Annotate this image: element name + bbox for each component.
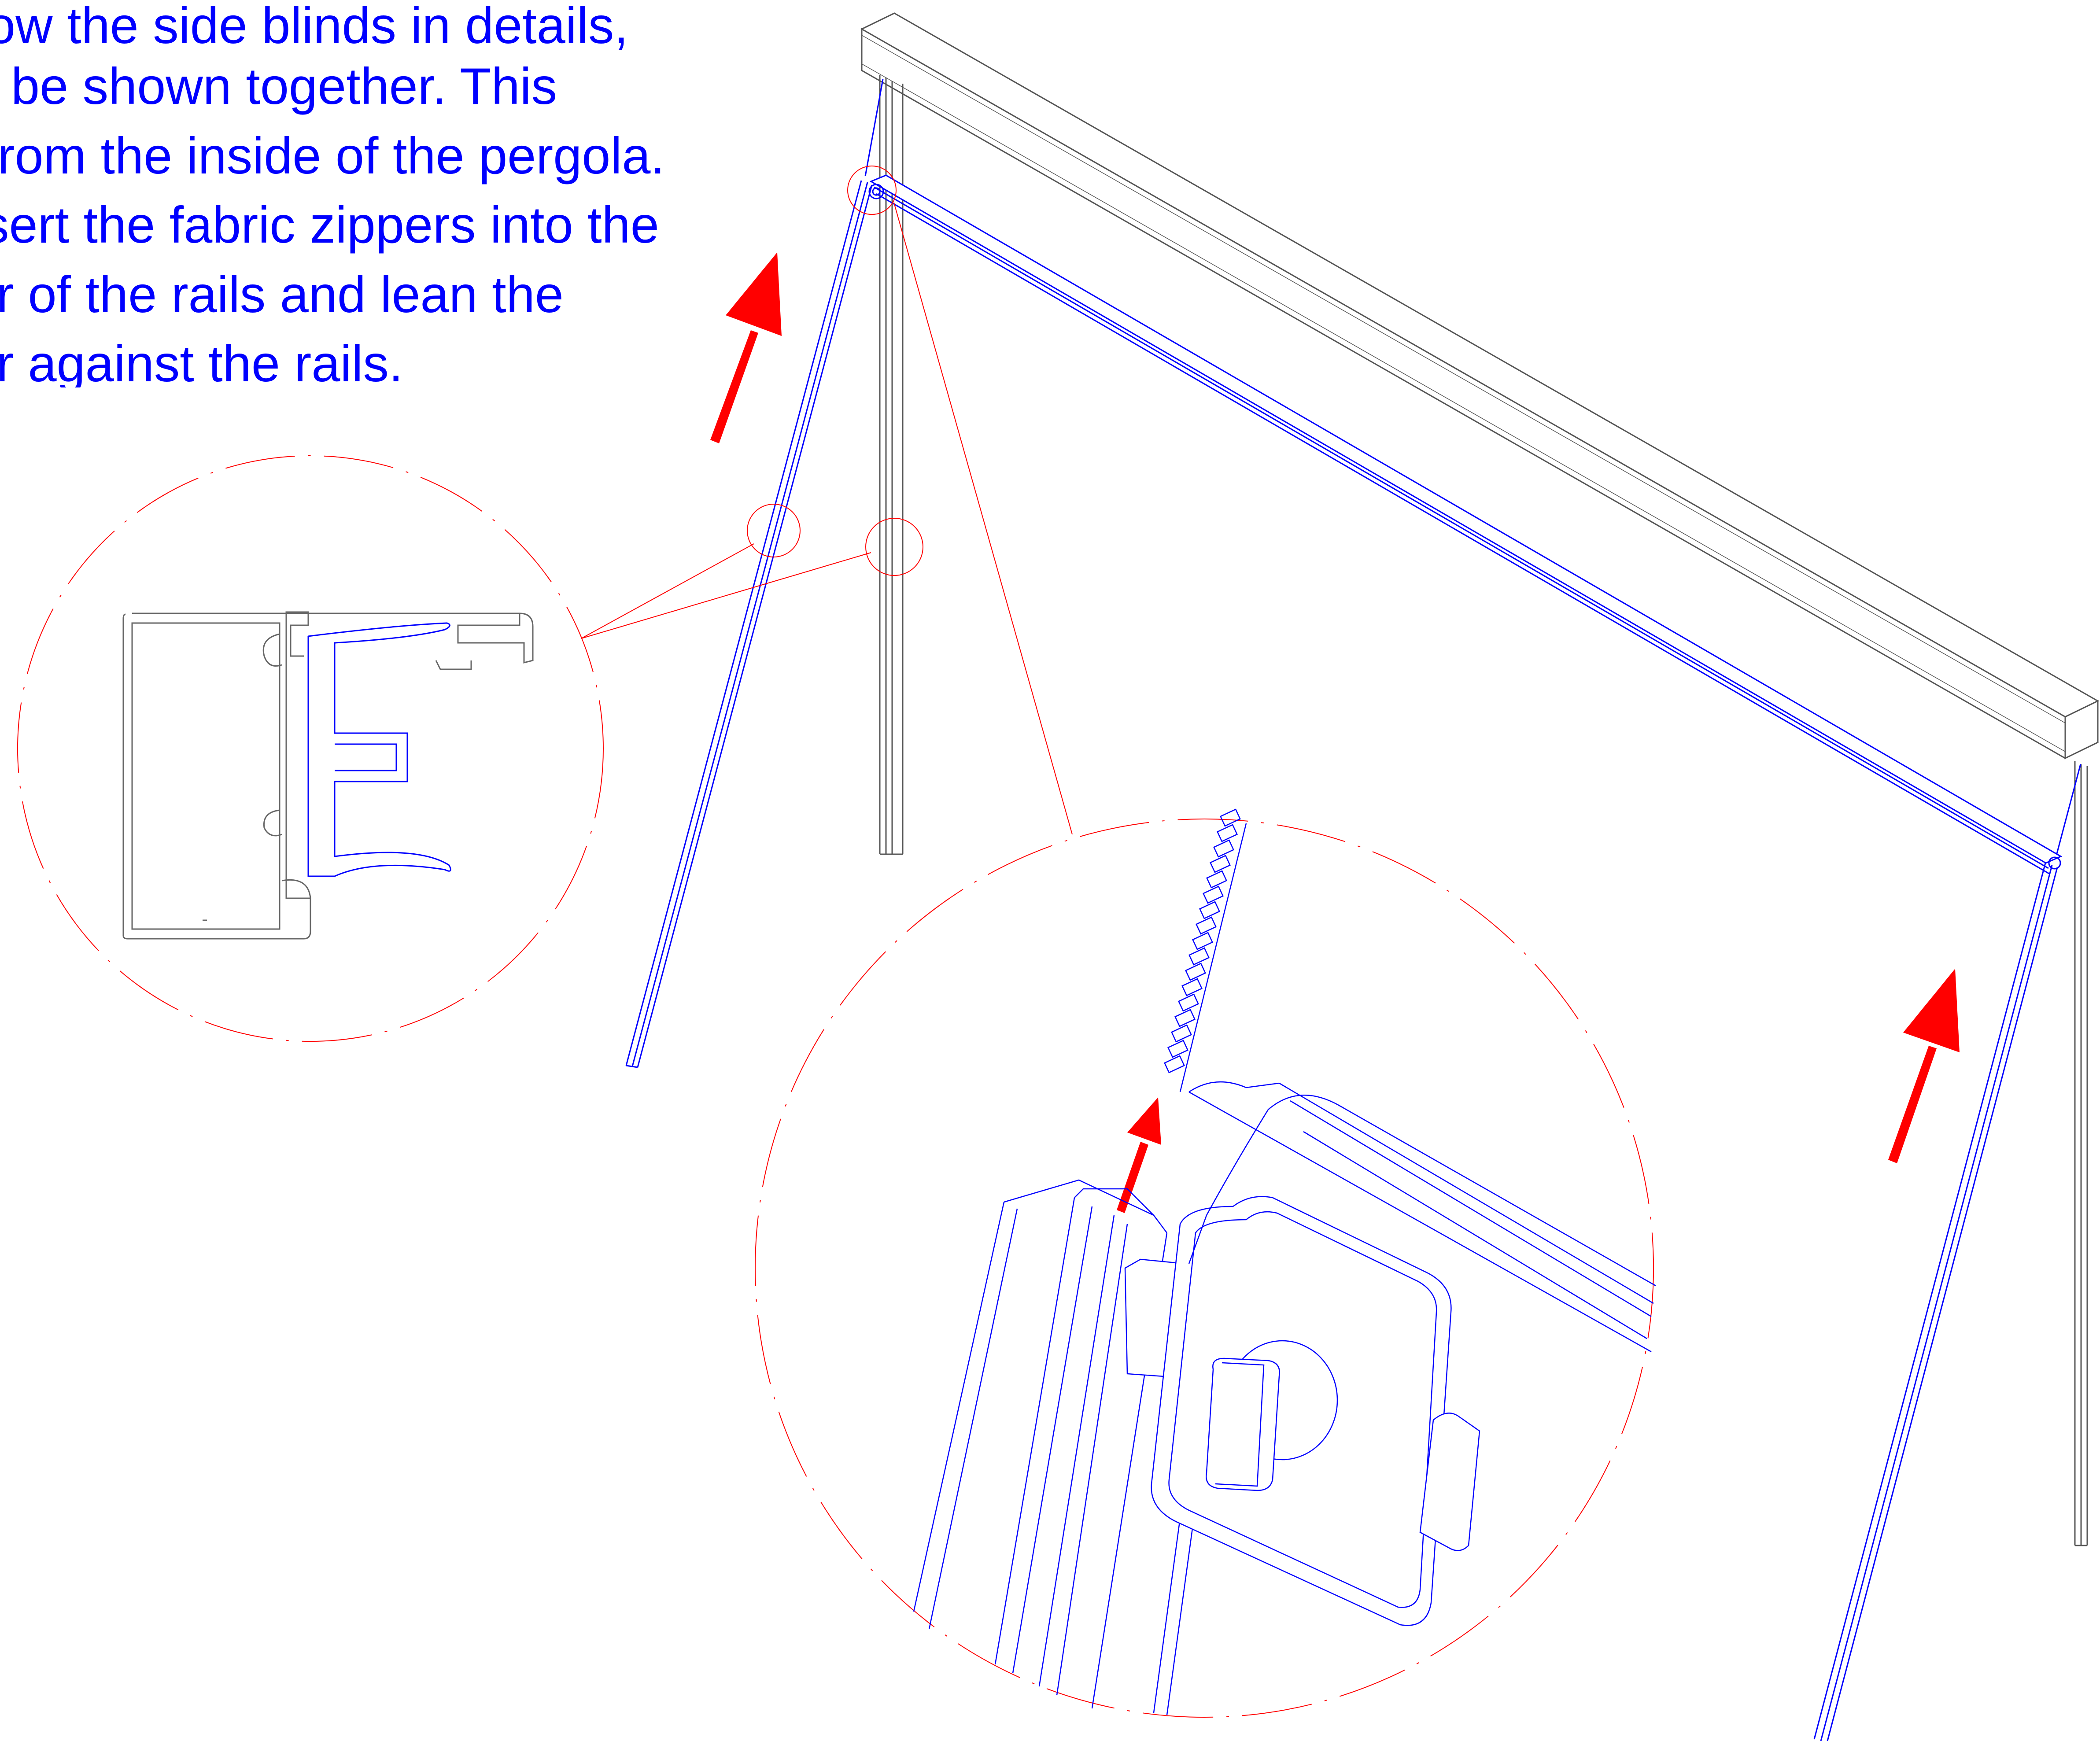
blind-bottom-bar (869, 174, 2063, 875)
cap-callout-marker (847, 166, 897, 215)
instruction-line: sert the fabric zippers into the (0, 196, 659, 254)
rail-profile (122, 611, 534, 940)
arrow-up-right (1888, 969, 1960, 1163)
arrow-zipper-insert (1117, 1097, 1161, 1213)
arrow-up-left (710, 252, 782, 443)
profile-detail-circle (17, 455, 604, 1042)
callouts (17, 166, 1654, 1718)
post-callout-marker (865, 518, 923, 576)
right-end-cap (2048, 856, 2061, 870)
side-blind-assembly (625, 79, 2082, 1741)
instruction-line: from the inside of the pergola. (0, 127, 665, 184)
top-beam (860, 12, 2100, 760)
rail-profile-cross-section (122, 611, 534, 940)
left-post (879, 75, 904, 855)
right-post (2074, 761, 2088, 1546)
left-rail (625, 180, 873, 1068)
zipper-slider (1124, 1095, 1656, 1626)
pergola-frame (860, 12, 2100, 1546)
right-rail (1813, 863, 2058, 1741)
instruction-line: r of the rails and lean the (0, 266, 564, 323)
left-end-cap (868, 184, 884, 199)
zipper-detail-circle (755, 819, 1654, 1718)
zipper-insert-profile (307, 622, 451, 877)
left-cord (864, 79, 884, 177)
zipper-teeth (1164, 808, 1247, 1092)
instruction-text: ow the side blinds in details, be shown … (0, 0, 687, 387)
instruction-line: ow the side blinds in details, (0, 0, 628, 54)
detail-bottom-bar (1188, 1081, 1654, 1353)
slider-pull-tab (1206, 1357, 1280, 1491)
lift-arrows (710, 252, 1960, 1213)
rail-callout-marker (747, 504, 801, 557)
instruction-line: be shown together. This (11, 57, 557, 115)
instruction-line: r against the rails. (0, 335, 403, 387)
right-cord (2055, 764, 2082, 859)
zipper-slider-detail (913, 808, 1656, 1715)
